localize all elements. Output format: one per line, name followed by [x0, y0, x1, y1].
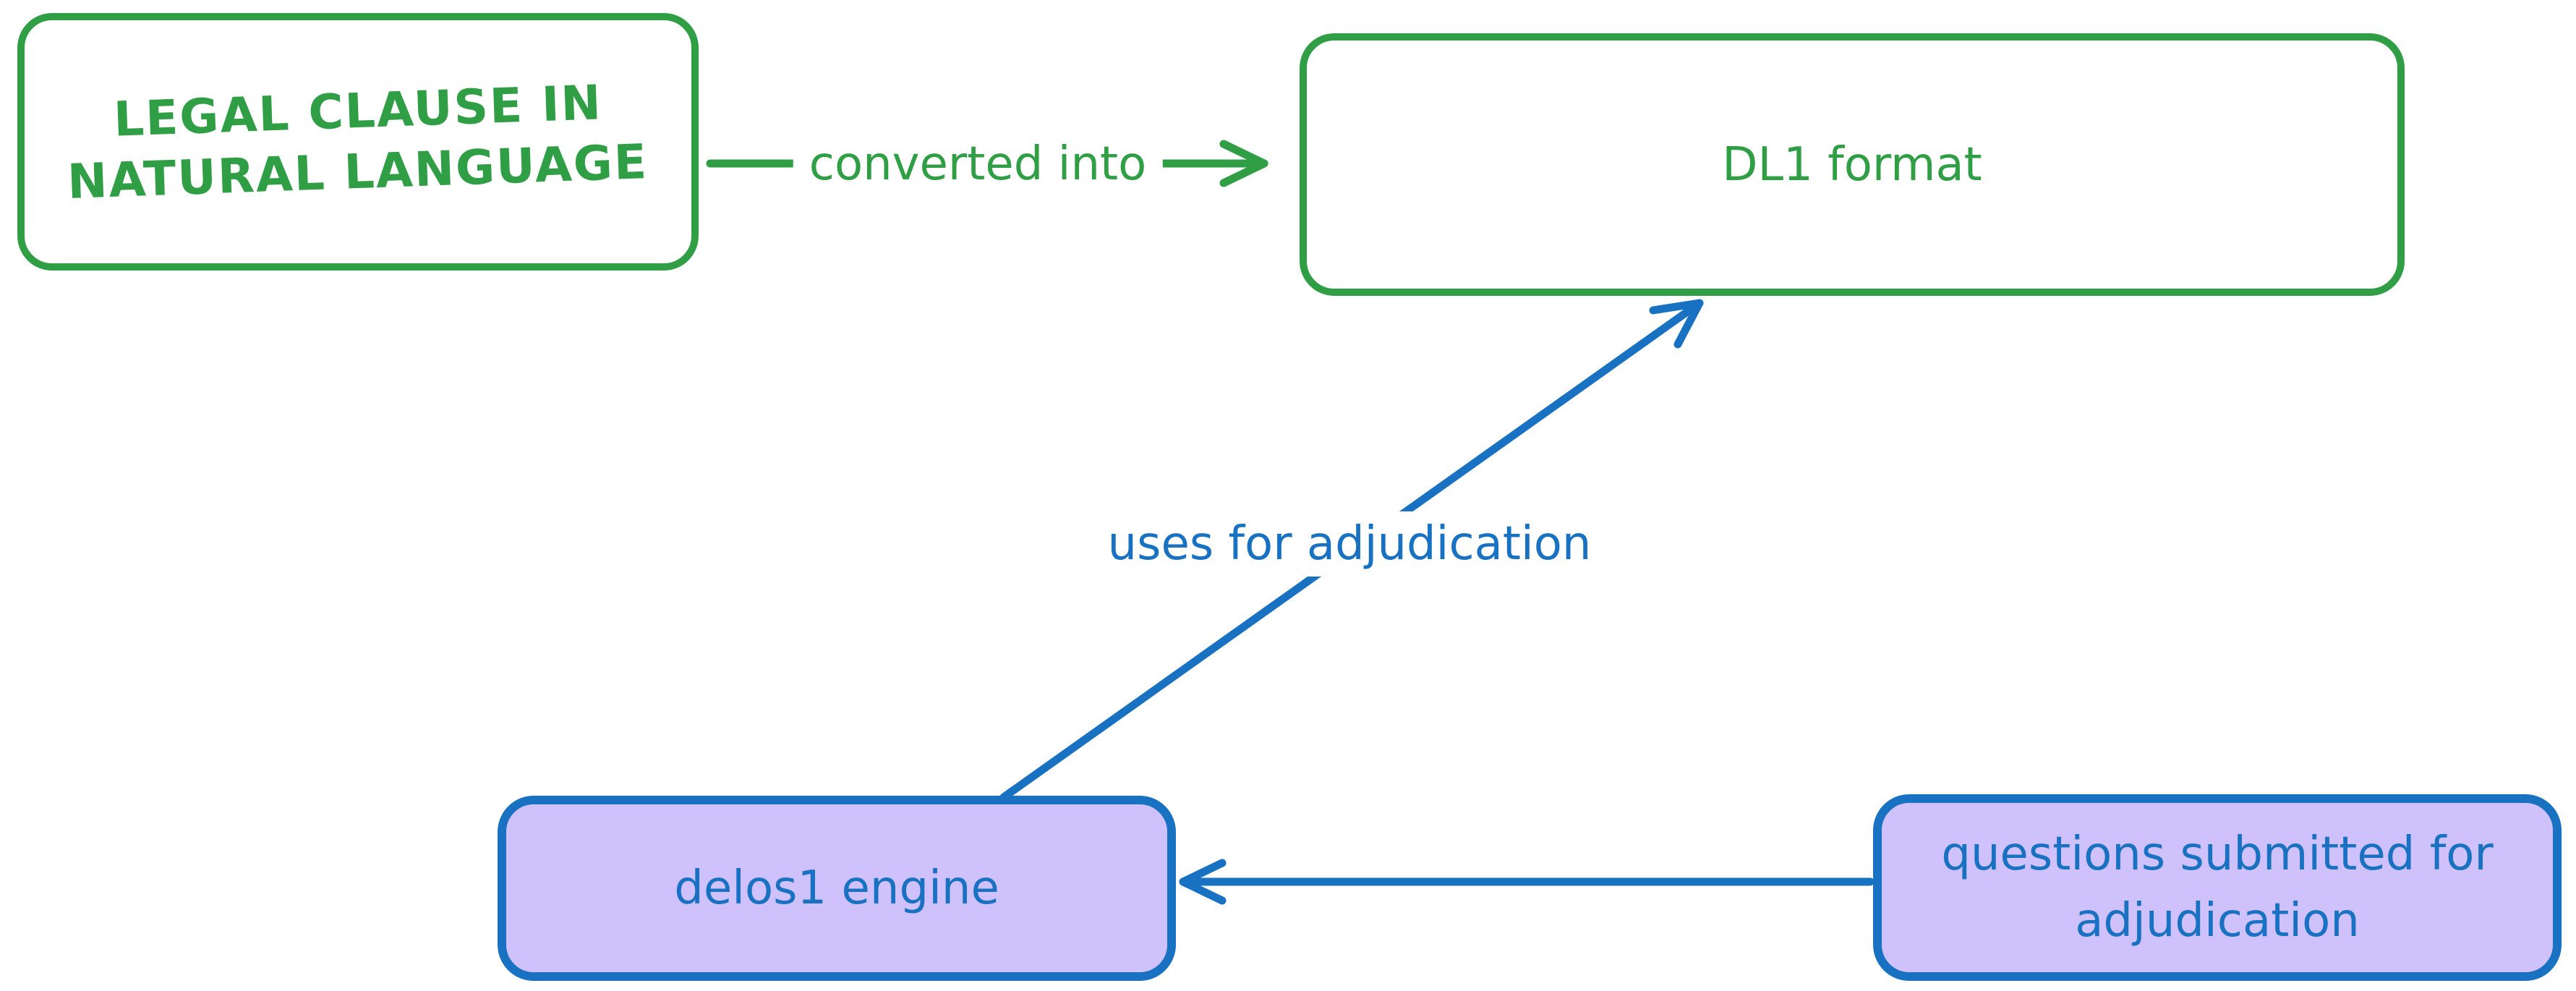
node-delos1-engine-label: delos1 engine [674, 862, 999, 915]
edge-label-converted-into: converted into [793, 132, 1163, 197]
node-dl1-format-label: DL1 format [1722, 137, 1982, 192]
node-questions-label-line1: questions submitted for [1941, 828, 2494, 881]
node-questions-submitted[interactable]: questions submitted for adjudication [1873, 794, 2562, 981]
node-questions-label-line2: adjudication [2075, 894, 2360, 948]
arrow-questions-to-engine[interactable] [1179, 859, 1875, 905]
node-delos1-engine[interactable]: delos1 engine [498, 796, 1176, 981]
node-legal-clause[interactable]: LEGAL CLAUSE IN NATURAL LANGUAGE [17, 13, 699, 271]
node-dl1-format[interactable]: DL1 format [1300, 33, 2405, 296]
edge-label-uses-for-adjudication: uses for adjudication [1091, 511, 1608, 577]
